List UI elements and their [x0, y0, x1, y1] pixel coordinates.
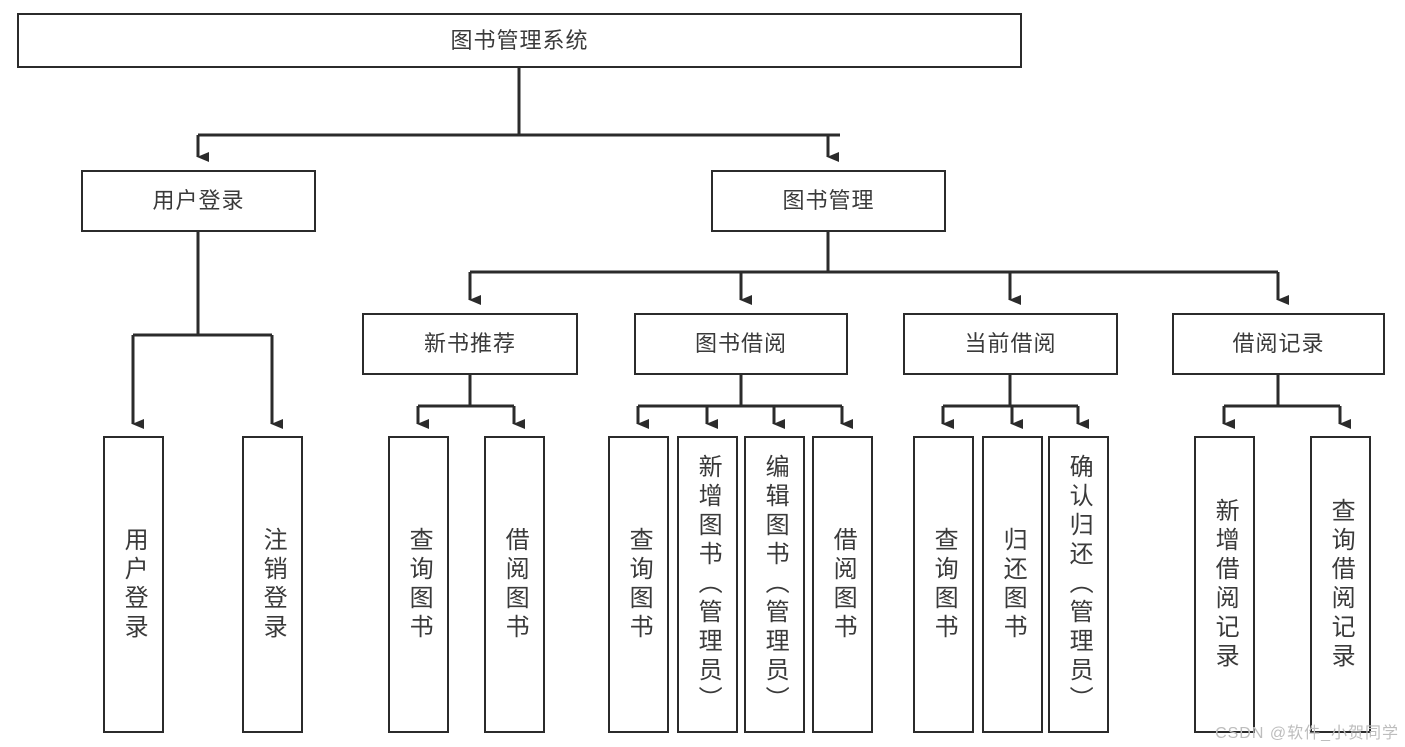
node-current-borrow[interactable]: 当前借阅	[903, 313, 1118, 375]
node-label: 查询图书	[930, 526, 958, 643]
node-label: 归还图书	[999, 526, 1027, 643]
node-book-borrow[interactable]: 图书借阅	[634, 313, 848, 375]
leaf-current-return-book[interactable]: 归还图书	[982, 436, 1043, 733]
leaf-borrow-add-book-admin[interactable]: 新增图书（管理员）	[677, 436, 738, 733]
csdn-watermark: CSDN @软件_小贺同学	[1215, 725, 1399, 742]
leaf-record-query-record[interactable]: 查询借阅记录	[1310, 436, 1371, 733]
node-label: 新书推荐	[423, 331, 516, 357]
leaf-borrow-query-book[interactable]: 查询图书	[608, 436, 669, 733]
leaf-borrow-borrow-book[interactable]: 借阅图书	[812, 436, 873, 733]
node-label: 用户登录	[152, 188, 245, 214]
node-label: 新增图书（管理员）	[694, 454, 722, 715]
leaf-recommend-borrow-book[interactable]: 借阅图书	[484, 436, 545, 733]
node-label: 新增借阅记录	[1211, 497, 1239, 672]
node-label: 确认归还（管理员）	[1065, 454, 1093, 715]
leaf-record-add-record[interactable]: 新增借阅记录	[1194, 436, 1255, 733]
leaf-borrow-edit-book-admin[interactable]: 编辑图书（管理员）	[744, 436, 805, 733]
node-book-management[interactable]: 图书管理	[711, 170, 946, 232]
node-label: 图书管理	[782, 188, 875, 214]
node-label: 图书借阅	[694, 331, 787, 357]
node-label: 借阅图书	[829, 526, 857, 643]
node-label: 借阅记录	[1232, 331, 1325, 357]
node-user-login[interactable]: 用户登录	[81, 170, 316, 232]
node-label: 编辑图书（管理员）	[761, 454, 789, 715]
leaf-recommend-query-book[interactable]: 查询图书	[388, 436, 449, 733]
node-label: 注销登录	[259, 526, 287, 643]
node-new-book-recommend[interactable]: 新书推荐	[362, 313, 578, 375]
node-label: 查询图书	[405, 526, 433, 643]
node-root-book-management-system[interactable]: 图书管理系统	[17, 13, 1022, 68]
node-label: 借阅图书	[501, 526, 529, 643]
leaf-current-query-book[interactable]: 查询图书	[913, 436, 974, 733]
node-label: 用户登录	[120, 526, 148, 643]
node-label: 当前借阅	[964, 331, 1057, 357]
leaf-user-login-logout[interactable]: 注销登录	[242, 436, 303, 733]
node-label: 查询图书	[625, 526, 653, 643]
node-label: 查询借阅记录	[1327, 497, 1355, 672]
node-borrow-record[interactable]: 借阅记录	[1172, 313, 1385, 375]
leaf-user-login-login[interactable]: 用户登录	[103, 436, 164, 733]
leaf-current-confirm-return-admin[interactable]: 确认归还（管理员）	[1048, 436, 1109, 733]
node-label: 图书管理系统	[450, 27, 589, 53]
